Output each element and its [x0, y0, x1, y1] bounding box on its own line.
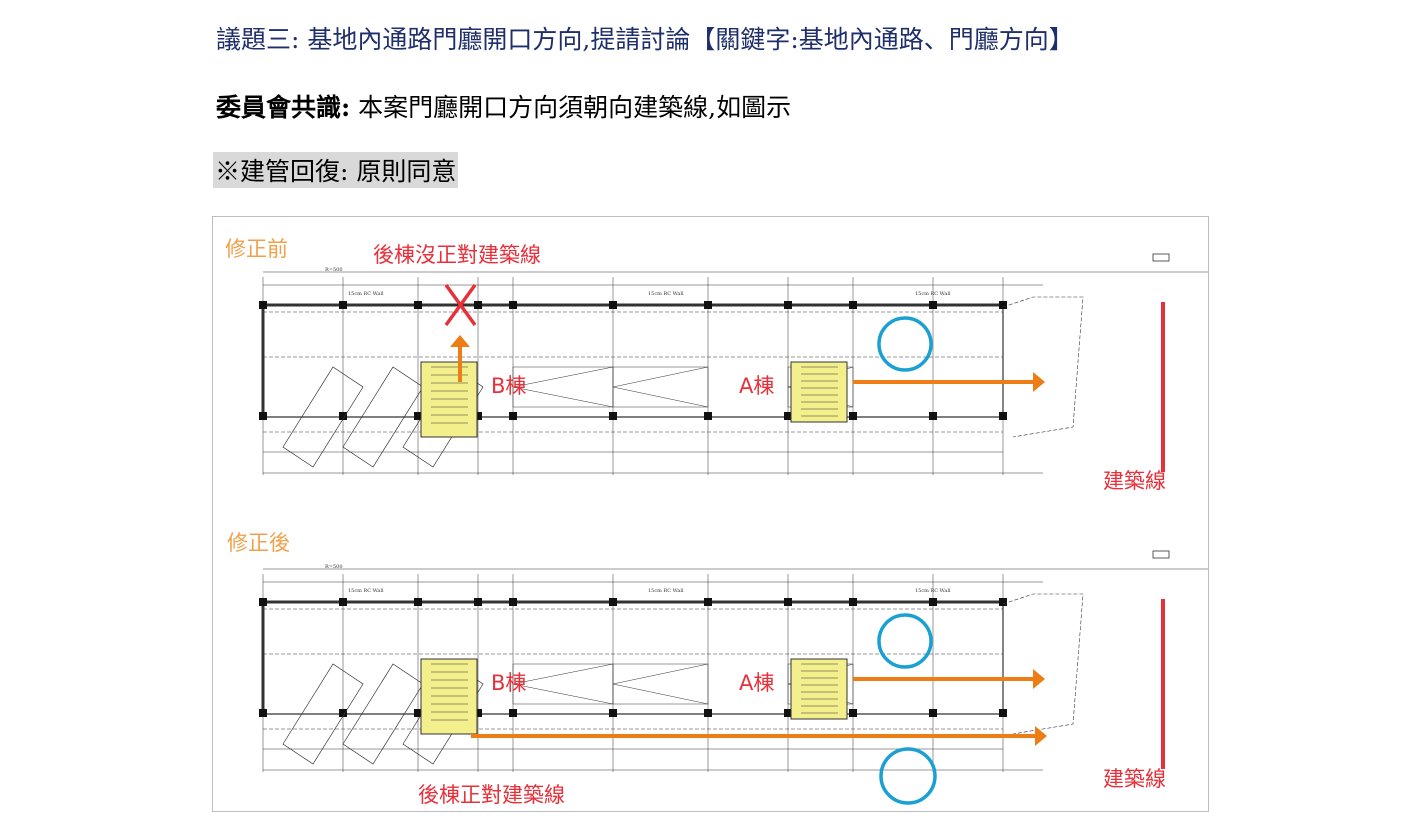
ramp	[282, 366, 364, 468]
column	[414, 598, 422, 606]
committee-consensus: 委員會共識: 本案門廳開口方向須朝向建築線,如圖示	[216, 88, 791, 124]
column	[414, 709, 422, 717]
plan-line	[512, 386, 614, 408]
column	[929, 412, 937, 420]
column	[929, 598, 937, 606]
column	[474, 301, 482, 309]
column	[414, 301, 422, 309]
column	[609, 709, 617, 717]
column	[784, 301, 792, 309]
arrow-a-head	[1033, 372, 1045, 392]
site-boundary	[1002, 296, 1084, 438]
plan-line	[612, 683, 709, 705]
column	[784, 412, 792, 420]
column	[849, 709, 857, 717]
column	[784, 709, 792, 717]
column	[339, 709, 347, 717]
wall-text: 15cm RC Wall	[648, 588, 684, 594]
plan-line	[612, 386, 709, 408]
arrow-b-up-head	[450, 335, 470, 347]
column	[704, 301, 712, 309]
parking	[512, 663, 614, 705]
radius-text: R=500	[325, 267, 343, 273]
column	[849, 598, 857, 606]
column	[929, 709, 937, 717]
after-title: 修正後	[227, 531, 290, 555]
column	[259, 412, 267, 420]
column	[339, 301, 347, 309]
column	[259, 709, 267, 717]
highlight-circle	[877, 316, 933, 372]
lobby-a	[790, 658, 848, 720]
plan-line	[612, 663, 709, 685]
column	[414, 412, 422, 420]
column	[509, 412, 517, 420]
column	[339, 598, 347, 606]
parking	[612, 366, 709, 408]
building-reply: ※建管回復: 原則同意	[213, 152, 459, 188]
column	[704, 598, 712, 606]
cross-mark	[444, 283, 477, 327]
before-building-a: A棟	[739, 374, 775, 398]
ramp	[282, 663, 364, 765]
wall-text: 15cm RC Wall	[348, 291, 384, 297]
north-box	[1152, 253, 1170, 262]
agenda-heading: 議題三: 基地內通路門廳開口方向,提請討論【關鍵字:基地內通路、門廳方向】	[216, 25, 1074, 54]
column	[509, 598, 517, 606]
column	[259, 301, 267, 309]
after-building-a: A棟	[739, 671, 775, 695]
plan-line	[512, 683, 614, 705]
after-building-line-label: 建築線	[1103, 767, 1166, 791]
arrow-b-right-head	[1035, 726, 1047, 746]
column	[849, 412, 857, 420]
column	[929, 301, 937, 309]
column	[474, 412, 482, 420]
before-note: 後棟沒正對建築線	[373, 243, 541, 267]
column	[609, 412, 617, 420]
site-boundary	[1002, 593, 1084, 735]
column	[339, 412, 347, 420]
parking	[512, 366, 614, 408]
column	[474, 598, 482, 606]
column	[609, 598, 617, 606]
column	[704, 709, 712, 717]
plan-line	[512, 366, 614, 388]
before-building-b: B棟	[491, 374, 527, 398]
north-box	[1152, 550, 1170, 559]
consensus-text: 本案門廳開口方向須朝向建築線,如圖示	[350, 93, 792, 122]
column	[999, 709, 1007, 717]
column	[784, 598, 792, 606]
column	[999, 412, 1007, 420]
highlight-circle	[879, 747, 937, 805]
radius-text: R=500	[325, 564, 343, 570]
column	[509, 301, 517, 309]
column	[704, 412, 712, 420]
floor-plan-drawings: R=500 15cm RC Wall 15cm RC Wall 15cm RC Wal…	[259, 253, 1208, 805]
lobby-a	[790, 361, 848, 423]
column	[999, 598, 1007, 606]
highlight-circle	[877, 613, 933, 669]
column	[509, 709, 517, 717]
before-building-line-label: 建築線	[1103, 469, 1166, 493]
floor-plan-figure: R=500 15cm RC Wall 15cm RC Wall 15cm RC Wal…	[212, 216, 1209, 812]
column	[474, 709, 482, 717]
before-title: 修正前	[225, 237, 288, 261]
lobby-b	[420, 658, 478, 735]
parking	[612, 663, 709, 705]
after-note: 後棟正對建築線	[418, 783, 565, 807]
column	[609, 301, 617, 309]
plan-line	[612, 366, 709, 388]
lobby-b	[420, 361, 478, 438]
after-building-b: B棟	[491, 671, 527, 695]
consensus-label: 委員會共識:	[216, 93, 351, 122]
column	[999, 301, 1007, 309]
column	[259, 598, 267, 606]
wall-text: 15cm RC Wall	[348, 588, 384, 594]
arrow-a-head	[1033, 669, 1045, 689]
column	[849, 301, 857, 309]
plan-line	[512, 663, 614, 685]
wall-text: 15cm RC Wall	[648, 291, 684, 297]
